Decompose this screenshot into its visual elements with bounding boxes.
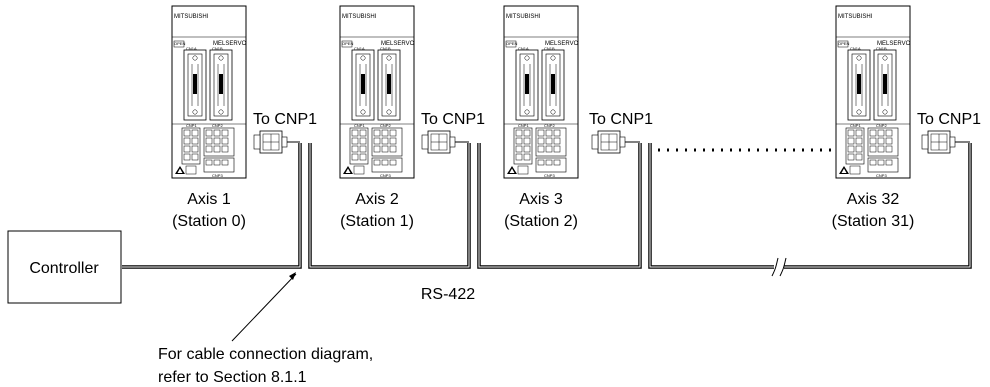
cnp2-label: CNP2 (380, 123, 391, 128)
axis-station-1: (Station 0) (172, 213, 246, 230)
cnp1-label: CNP1 (354, 123, 365, 128)
axis-name-1: Axis 1 (187, 191, 231, 208)
axis-station-32: (Station 31) (832, 213, 915, 230)
cnp3-label: CNP3 (544, 173, 555, 178)
cable-break-mark (771, 257, 787, 277)
product-label: MELSERVO (381, 41, 415, 47)
cn1b-label: CN1B (212, 46, 223, 51)
note-line-2: refer to Section 8.1.1 (158, 369, 307, 386)
cn1a-label: CN1A (518, 46, 529, 51)
cn1a-label: CN1A (850, 46, 861, 51)
cn1b-label: CN1B (544, 46, 555, 51)
cnp1-plug-axis-2 (421, 130, 456, 154)
to-cnp1-label-axis-1: To CNP1 (253, 111, 317, 128)
to-cnp1-label-axis-3: To CNP1 (589, 111, 653, 128)
cnp1-plug-axis-32 (921, 130, 956, 154)
cnp1-label: CNP1 (186, 123, 197, 128)
controller-label: Controller (29, 260, 99, 277)
to-cnp1-label-axis-2: To CNP1 (421, 111, 485, 128)
product-label: MELSERVO (545, 41, 579, 47)
open-label: OPEN (506, 41, 517, 46)
brand-label: MITSUBISHI (838, 14, 873, 20)
servo-unit-axis-3 (503, 5, 579, 179)
unit-labels-axis-1: MITSUBISHI OPEN MELSERVO CN1A CN1B CNP1 … (174, 14, 247, 178)
open-label: OPEN (174, 41, 185, 46)
cnp3-label: CNP3 (212, 173, 223, 178)
cnp1-plug-axis-1 (253, 130, 288, 154)
axis-name-2: Axis 2 (355, 191, 399, 208)
cnp1-label: CNP1 (850, 123, 861, 128)
axis-name-32: Axis 32 (847, 191, 900, 208)
cnp1-label: CNP1 (518, 123, 529, 128)
cnp2-label: CNP2 (876, 123, 887, 128)
cn1b-label: CN1B (876, 46, 887, 51)
product-label: MELSERVO (213, 41, 247, 47)
note-leader-line (231, 273, 297, 342)
cnp2-label: CNP2 (212, 123, 223, 128)
bus-label: RS-422 (421, 286, 475, 303)
open-label: OPEN (838, 41, 849, 46)
note-arrowhead (289, 272, 296, 280)
cnp2-label: CNP2 (544, 123, 555, 128)
servo-unit-axis-2 (339, 5, 415, 179)
axis-station-2: (Station 1) (340, 213, 414, 230)
note-line-1: For cable connection diagram, (158, 346, 373, 363)
unit-labels-axis-2: MITSUBISHI OPEN MELSERVO CN1A CN1B CNP1 … (342, 14, 415, 178)
open-label: OPEN (342, 41, 353, 46)
to-cnp1-label-axis-32: To CNP1 (917, 111, 981, 128)
cn1a-label: CN1A (186, 46, 197, 51)
product-label: MELSERVO (877, 41, 911, 47)
brand-label: MITSUBISHI (506, 14, 541, 20)
servo-unit-axis-32 (835, 5, 911, 179)
cnp1-plug-axis-3 (591, 130, 626, 154)
cn1b-label: CN1B (380, 46, 391, 51)
cn1a-label: CN1A (354, 46, 365, 51)
controller-box (7, 230, 122, 304)
axis-name-3: Axis 3 (519, 191, 563, 208)
servo-unit-axis-1 (171, 5, 247, 179)
cnp3-label: CNP3 (380, 173, 391, 178)
brand-label: MITSUBISHI (342, 14, 377, 20)
brand-label: MITSUBISHI (174, 14, 209, 20)
unit-labels-axis-32: MITSUBISHI OPEN MELSERVO CN1A CN1B CNP1 … (838, 14, 911, 178)
unit-labels-axis-3: MITSUBISHI OPEN MELSERVO CN1A CN1B CNP1 … (506, 14, 579, 178)
cnp3-label: CNP3 (876, 173, 887, 178)
axis-station-3: (Station 2) (504, 213, 578, 230)
